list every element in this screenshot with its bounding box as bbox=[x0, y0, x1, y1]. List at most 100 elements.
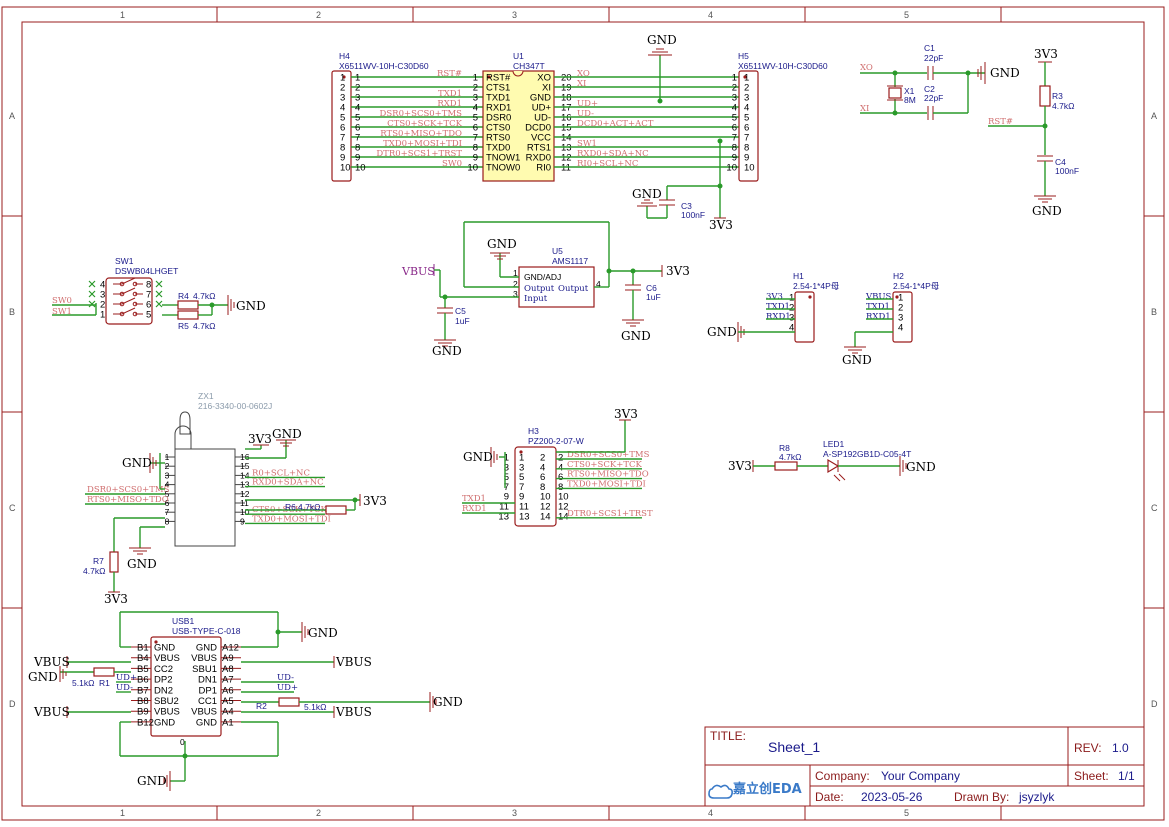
u5-pin1-num: 1 bbox=[513, 268, 518, 278]
h3-pin-num-outer: 9 bbox=[504, 492, 509, 503]
h3-pin-num: 11 bbox=[519, 502, 529, 513]
h5-net-label: RXD0+SDA+NC bbox=[577, 149, 649, 159]
sw1-pin-num: 3 bbox=[100, 290, 105, 301]
sheet-value: 1/1 bbox=[1118, 769, 1135, 783]
h2-net-label: TXD1 bbox=[866, 302, 890, 312]
date-value: 2023-05-26 bbox=[861, 790, 923, 804]
h3-pin-num: 8 bbox=[540, 482, 545, 493]
h5-net-label: XO bbox=[577, 69, 590, 79]
c6-ref: C6 bbox=[646, 283, 657, 293]
h3-pin-num-outer: 1 bbox=[504, 453, 509, 464]
zx1-pin-num: 16 bbox=[240, 452, 250, 462]
usb-udp-left: UD+ bbox=[116, 673, 137, 683]
usb-pin-name: CC1 bbox=[198, 696, 217, 707]
usb-pin-num: B5 bbox=[137, 664, 149, 675]
h4-pin-num-inner: 2 bbox=[355, 83, 360, 94]
frame-row-a: A bbox=[9, 111, 15, 121]
u1-pin-name: TNOW0 bbox=[486, 163, 520, 174]
led-circuit: 3V3 R8 4.7kΩ GND LED1 A-SP192GB1D-C05-4T bbox=[728, 439, 936, 482]
u5-part: AMS1117 bbox=[552, 256, 588, 266]
title-block: TITLE: Sheet_1 REV: 1.0 Company: Your Co… bbox=[704, 726, 1145, 807]
h1-gnd-label: GND bbox=[707, 325, 737, 339]
u1-pin-name: UD- bbox=[534, 113, 551, 124]
u1-pin-name: RTS0 bbox=[486, 133, 510, 144]
sw1-gnd-label: GND bbox=[236, 299, 266, 313]
h3-pin-num-outer: 8 bbox=[558, 482, 563, 493]
sw1-lever bbox=[121, 307, 136, 315]
u1-pin-num: 13 bbox=[561, 143, 572, 154]
drawn-by-value: jsyzlyk bbox=[1018, 790, 1055, 804]
h3-pin-num: 3 bbox=[519, 462, 524, 473]
r7-ref: R7 bbox=[93, 556, 104, 566]
h4-pin-num-inner: 5 bbox=[355, 113, 360, 124]
h3-pin-num-outer: 10 bbox=[558, 492, 569, 503]
u5-pin3-num: 3 bbox=[513, 289, 518, 299]
h4-pin-num: 2 bbox=[340, 83, 345, 94]
h3-pin-num-outer: 11 bbox=[499, 502, 509, 513]
h2-part: 2.54-1*4P母 bbox=[893, 281, 939, 291]
usb-pin-num: A9 bbox=[222, 653, 234, 664]
r4-value: 4.7kΩ bbox=[193, 291, 215, 301]
zx1-pin-num: 12 bbox=[240, 489, 250, 499]
h4-net-label: DTR0+SCS1+TRST bbox=[376, 149, 462, 159]
usb-pin-num: B1 bbox=[137, 643, 149, 654]
drawn-by-label: Drawn By: bbox=[954, 790, 1009, 804]
u1-pin-name: RXD0 bbox=[526, 153, 551, 164]
led-part: A-SP192GB1D-C05-4T bbox=[823, 449, 911, 459]
led-3v3-label: 3V3 bbox=[728, 459, 752, 473]
sw1-node bbox=[119, 301, 125, 307]
h4-pin-num: 1 bbox=[340, 73, 345, 84]
r6-value: 4.7kΩ bbox=[298, 502, 320, 512]
sw1-ref: SW1 bbox=[115, 256, 134, 266]
h3-pin-num-outer: 5 bbox=[504, 472, 509, 483]
h5-pin-num: 2 bbox=[732, 83, 737, 94]
sw1-pin-num: 1 bbox=[100, 310, 105, 321]
usb-pin-name: DP1 bbox=[199, 685, 217, 696]
zx1-pin-num: 3 bbox=[165, 470, 170, 480]
sw1-node bbox=[132, 311, 138, 317]
usb-pin-num: A1 bbox=[222, 717, 234, 728]
frame-row-d: D bbox=[9, 699, 16, 709]
usb-vbus-right-label: VBUS bbox=[335, 655, 372, 669]
usb-pin-name: CC2 bbox=[154, 664, 173, 675]
h4-net-label: SW0 bbox=[442, 159, 462, 169]
h5-pin-num: 7 bbox=[732, 133, 737, 144]
r3-value: 4.7kΩ bbox=[1052, 101, 1074, 111]
h3-pin-num: 4 bbox=[540, 462, 545, 473]
u1-pin-num: 20 bbox=[561, 73, 572, 84]
u1-pin-num: 2 bbox=[473, 83, 478, 94]
u5-pin1-name: GND/ADJ bbox=[524, 272, 561, 282]
u1-pin-name: TNOW1 bbox=[486, 153, 520, 164]
zx1-net-label: TXD0+MOSI+TDI bbox=[252, 514, 331, 524]
h4-pin-num-inner: 10 bbox=[355, 163, 366, 174]
u5-pin4-name: Output bbox=[558, 284, 589, 294]
h4-part: X6511WV-10H-C30D60 bbox=[339, 61, 429, 71]
frame-col-5: 5 bbox=[904, 10, 909, 20]
usb-pin-num: A8 bbox=[222, 664, 234, 675]
h1-net-label: TXD1 bbox=[766, 302, 790, 312]
usb-pin-num: A6 bbox=[222, 685, 234, 696]
usb-pin-num: B4 bbox=[137, 653, 149, 664]
u1-pin-num: 16 bbox=[561, 113, 572, 124]
usb-pin-num: A12 bbox=[222, 643, 239, 654]
h2-pin-num: 3 bbox=[898, 313, 903, 324]
u1-pin-num: 10 bbox=[467, 163, 478, 174]
zx1-net-label: RXD0+SDA+NC bbox=[252, 478, 324, 488]
r6-ref: R6 bbox=[285, 502, 296, 512]
usb-pin-num: B8 bbox=[137, 696, 149, 707]
h3-pin-num: 6 bbox=[540, 472, 545, 483]
frame-col-5b: 5 bbox=[904, 808, 909, 818]
u5-pin3-name: Input bbox=[524, 294, 548, 304]
c3-decoupling: GND C3 100nF 3V3 bbox=[632, 138, 733, 232]
rev-value: 1.0 bbox=[1112, 741, 1129, 755]
h3-gnd-label: GND bbox=[463, 450, 493, 464]
sw1-pin-num: 8 bbox=[146, 280, 151, 291]
frame-row-d-r: D bbox=[1151, 699, 1158, 709]
usb-pin-num: A5 bbox=[222, 696, 234, 707]
